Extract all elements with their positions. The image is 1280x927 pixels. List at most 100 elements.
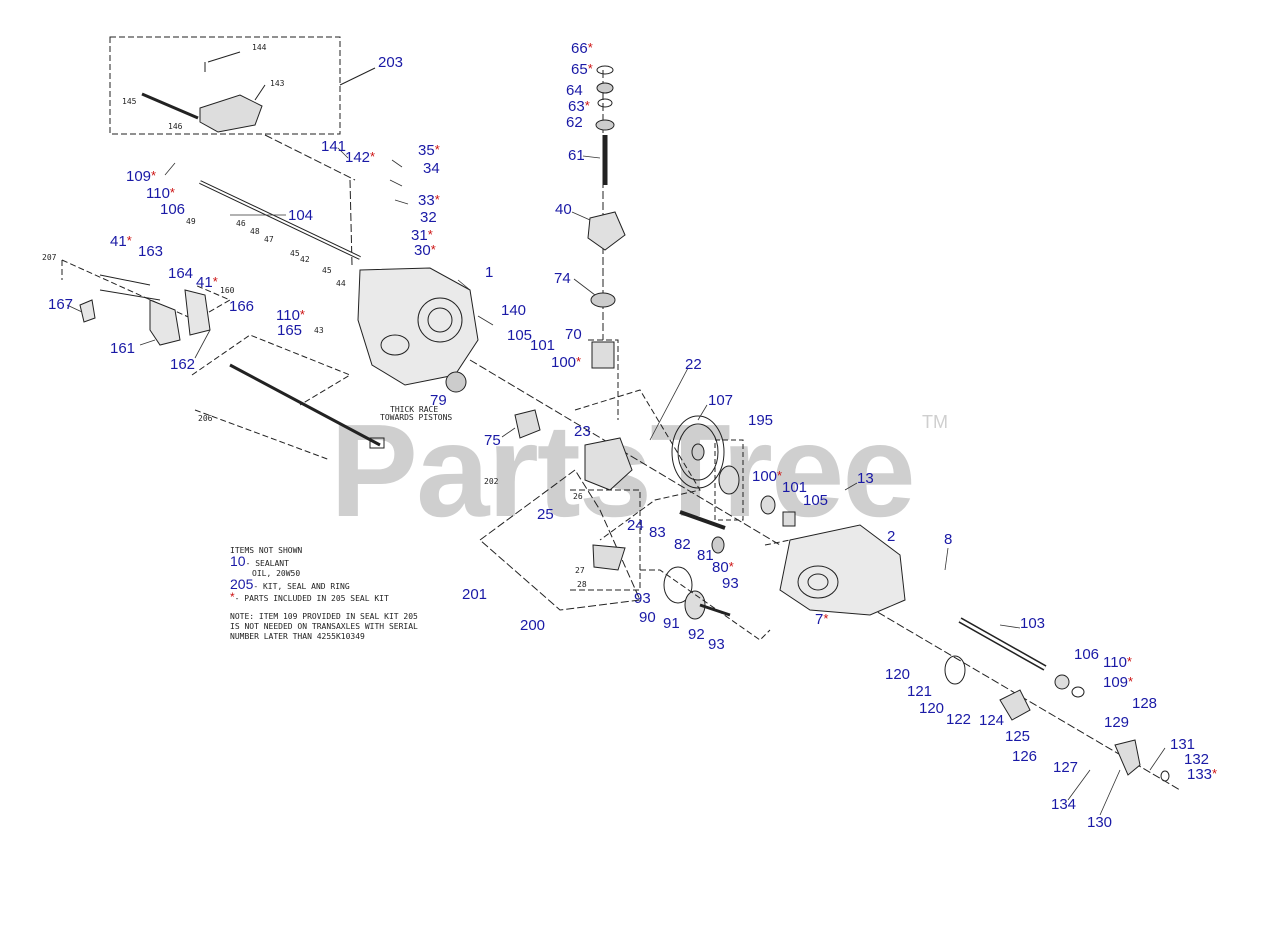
callout-134[interactable]: 134 — [1051, 797, 1076, 812]
callout-1[interactable]: 1 — [485, 265, 493, 280]
callout-13[interactable]: 13 — [857, 471, 874, 486]
callout-104[interactable]: 104 — [288, 208, 313, 223]
callout-32[interactable]: 32 — [420, 210, 437, 225]
callout-126[interactable]: 126 — [1012, 749, 1037, 764]
callout-93-c[interactable]: 93 — [708, 637, 725, 652]
seal-kit-star: * — [584, 98, 590, 113]
callout-195[interactable]: 195 — [748, 413, 773, 428]
callout-35[interactable]: 35* — [418, 143, 440, 158]
callout-7[interactable]: 7* — [815, 612, 828, 627]
callout-161[interactable]: 161 — [110, 341, 135, 356]
callout-105[interactable]: 105 — [507, 328, 532, 343]
callout-24[interactable]: 24 — [627, 518, 644, 533]
callout-80[interactable]: 80* — [712, 560, 734, 575]
callout-66[interactable]: 66* — [571, 41, 593, 56]
callout-number: 166 — [229, 298, 255, 315]
callout-83[interactable]: 83 — [649, 525, 666, 540]
callout-62[interactable]: 62 — [566, 115, 583, 130]
ref-44: 44 — [336, 279, 346, 288]
callout-number: 132 — [1184, 751, 1210, 768]
callout-141[interactable]: 141 — [321, 139, 346, 154]
callout-81[interactable]: 81 — [697, 548, 714, 563]
callout-79[interactable]: 79 — [430, 393, 447, 408]
callout-41-b[interactable]: 41* — [196, 275, 218, 290]
callout-90[interactable]: 90 — [639, 610, 656, 625]
callout-109[interactable]: 109* — [126, 169, 156, 184]
callout-200[interactable]: 200 — [520, 618, 545, 633]
callout-number: 201 — [462, 586, 488, 603]
callout-101[interactable]: 101 — [530, 338, 555, 353]
callout-167[interactable]: 167 — [48, 297, 73, 312]
ref-45: 45 — [290, 249, 300, 258]
seal-kit-star: * — [151, 168, 157, 183]
callout-75[interactable]: 75 — [484, 433, 501, 448]
callout-40[interactable]: 40 — [555, 202, 572, 217]
callout-30[interactable]: 30* — [414, 243, 436, 258]
callout-105-b[interactable]: 105 — [803, 493, 828, 508]
callout-107[interactable]: 107 — [708, 393, 733, 408]
callout-number: 91 — [663, 615, 680, 632]
callout-101-b[interactable]: 101 — [782, 480, 807, 495]
callout-132[interactable]: 132 — [1184, 752, 1209, 767]
callout-number: 107 — [708, 392, 734, 409]
callout-109-b[interactable]: 109* — [1103, 675, 1133, 690]
callout-165[interactable]: 165 — [277, 323, 302, 338]
callout-74[interactable]: 74 — [554, 271, 571, 286]
callout-63[interactable]: 63* — [568, 99, 590, 114]
callout-93-b[interactable]: 93 — [634, 591, 651, 606]
callout-133[interactable]: 133* — [1187, 767, 1217, 782]
callout-110[interactable]: 110* — [146, 186, 175, 201]
callout-106-b[interactable]: 106 — [1074, 647, 1099, 662]
callout-127[interactable]: 127 — [1053, 760, 1078, 775]
callout-2[interactable]: 2 — [887, 529, 895, 544]
callout-64[interactable]: 64 — [566, 83, 583, 98]
callout-120-b[interactable]: 120 — [919, 701, 944, 716]
callout-122[interactable]: 122 — [946, 712, 971, 727]
callout-121[interactable]: 121 — [907, 684, 932, 699]
callout-106[interactable]: 106 — [160, 202, 185, 217]
callout-number: 109 — [1103, 674, 1129, 691]
note-line-2: IS NOT NEEDED ON TRANSAXLES WITH SERIAL — [230, 622, 418, 631]
callout-100[interactable]: 100* — [551, 355, 581, 370]
callout-8[interactable]: 8 — [944, 532, 952, 547]
callout-142[interactable]: 142* — [345, 150, 375, 165]
callout-162[interactable]: 162 — [170, 357, 195, 372]
callout-120[interactable]: 120 — [885, 667, 910, 682]
callout-number: 130 — [1087, 814, 1113, 831]
callout-number: 66 — [571, 40, 588, 57]
callout-82[interactable]: 82 — [674, 537, 691, 552]
callout-34[interactable]: 34 — [423, 161, 440, 176]
callout-65[interactable]: 65* — [571, 62, 593, 77]
callout-33[interactable]: 33* — [418, 193, 440, 208]
callout-41[interactable]: 41* — [110, 234, 132, 249]
callout-22[interactable]: 22 — [685, 357, 702, 372]
callout-201[interactable]: 201 — [462, 587, 487, 602]
callout-163[interactable]: 163 — [138, 244, 163, 259]
callout-61[interactable]: 61 — [568, 148, 585, 163]
callout-92[interactable]: 92 — [688, 627, 705, 642]
notes-block: ITEMS NOT SHOWN 10- SEALANT OIL, 20W50 2… — [230, 546, 418, 642]
callout-91[interactable]: 91 — [663, 616, 680, 631]
callout-125[interactable]: 125 — [1005, 729, 1030, 744]
callout-128[interactable]: 128 — [1132, 696, 1157, 711]
callout-23[interactable]: 23 — [574, 424, 591, 439]
callout-93[interactable]: 93 — [722, 576, 739, 591]
callout-166[interactable]: 166 — [229, 299, 254, 314]
callout-129[interactable]: 129 — [1104, 715, 1129, 730]
callout-124[interactable]: 124 — [979, 713, 1004, 728]
callout-130[interactable]: 130 — [1087, 815, 1112, 830]
callout-164[interactable]: 164 — [168, 266, 193, 281]
callout-203[interactable]: 203 — [378, 55, 403, 70]
callout-31[interactable]: 31* — [411, 228, 433, 243]
callout-25[interactable]: 25 — [537, 507, 554, 522]
callout-100-b[interactable]: 100* — [752, 469, 782, 484]
callout-131[interactable]: 131 — [1170, 737, 1195, 752]
callout-140[interactable]: 140 — [501, 303, 526, 318]
callout-number: 167 — [48, 296, 74, 313]
callout-number: 31 — [411, 227, 428, 244]
note-item-10: 10- SEALANT — [230, 554, 418, 569]
callout-70[interactable]: 70 — [565, 327, 582, 342]
callout-103[interactable]: 103 — [1020, 616, 1045, 631]
callout-110-b[interactable]: 110* — [276, 308, 305, 323]
callout-110-c[interactable]: 110* — [1103, 655, 1132, 670]
